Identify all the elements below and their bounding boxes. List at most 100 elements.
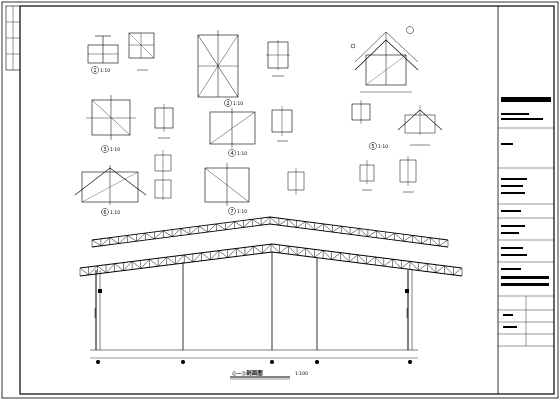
truss-member xyxy=(287,219,297,228)
detail-6-marker xyxy=(101,208,109,216)
main-section-scale: 1:100 xyxy=(295,371,308,377)
truss-member xyxy=(262,243,272,254)
truss-member xyxy=(253,246,263,254)
truss-member xyxy=(357,254,367,265)
truss-member xyxy=(227,248,237,258)
truss-member xyxy=(123,261,133,271)
truss-member xyxy=(234,221,244,228)
truss-member xyxy=(367,230,377,237)
truss-member xyxy=(189,226,199,235)
detail-7-id: 7 xyxy=(230,209,233,215)
detail-7-scale: 1:10 xyxy=(237,209,247,215)
truss-member xyxy=(118,235,128,244)
truss-member xyxy=(243,219,253,228)
detail-5: 5 1:10 xyxy=(351,100,443,150)
detail-5-marker xyxy=(369,142,377,150)
truss-member xyxy=(145,232,155,240)
truss-member xyxy=(331,252,341,260)
truss-member xyxy=(218,250,228,258)
truss-member xyxy=(421,237,431,244)
detail-5-id: 5 xyxy=(371,144,374,150)
truss-member xyxy=(269,216,280,226)
truss-member xyxy=(252,219,262,226)
truss-member xyxy=(149,259,159,267)
truss-member xyxy=(453,267,463,276)
truss-member xyxy=(438,239,449,247)
truss-member xyxy=(236,248,246,256)
detail-4-scale: 1:10 xyxy=(237,151,247,157)
truss-member xyxy=(244,246,254,256)
truss-member xyxy=(278,219,288,226)
truss-member xyxy=(198,225,208,233)
truss-member xyxy=(279,245,289,254)
detail-4: 4 1:10 xyxy=(209,106,293,157)
truss-member xyxy=(341,226,351,235)
detail-6-scale: 1:10 xyxy=(110,210,120,216)
detail-1-id: 1 xyxy=(93,68,96,74)
truss-member xyxy=(175,254,185,265)
truss-member xyxy=(216,223,226,230)
truss-member xyxy=(375,256,385,267)
truss-member xyxy=(376,230,386,240)
truss-member xyxy=(366,256,376,265)
truss-member xyxy=(332,225,342,233)
detail-4-id: 4 xyxy=(230,151,233,157)
detail-2-id: 2 xyxy=(226,101,229,107)
truss-member xyxy=(383,259,393,267)
truss-member xyxy=(394,232,404,242)
detail-6: 6 1:10 xyxy=(74,150,172,216)
truss-member xyxy=(109,237,119,244)
detail-1-marker xyxy=(91,66,99,74)
truss-member xyxy=(201,252,211,260)
truss-member xyxy=(163,230,173,237)
truss-member xyxy=(305,221,315,230)
title-bar-1 xyxy=(501,97,551,102)
truss-member xyxy=(88,265,98,276)
truss-member xyxy=(180,228,191,235)
truss-member xyxy=(136,232,146,242)
detail-5-scale: 1:10 xyxy=(378,144,388,150)
detail-1-scale: 1:10 xyxy=(100,68,110,74)
roof-truss-plan xyxy=(91,216,449,248)
truss-member xyxy=(435,265,445,273)
truss-member xyxy=(97,265,107,273)
truss-member xyxy=(409,261,419,271)
truss-member xyxy=(154,230,164,240)
truss-member xyxy=(401,261,411,269)
truss-member xyxy=(403,235,413,242)
truss-member xyxy=(171,228,182,237)
truss-member xyxy=(140,259,150,269)
detail-7: 7 1:10 xyxy=(204,156,417,215)
truss-member xyxy=(349,228,360,235)
truss-member xyxy=(323,223,333,233)
detail-ridge xyxy=(350,26,419,93)
truss-member xyxy=(184,254,194,263)
truss-member xyxy=(114,263,124,271)
truss-member xyxy=(358,228,369,237)
truss-member xyxy=(348,254,358,262)
truss-member xyxy=(314,250,324,258)
truss-member xyxy=(296,248,306,256)
detail-2: 2 1:10 xyxy=(197,30,290,107)
truss-member xyxy=(210,250,220,260)
truss-member xyxy=(427,263,437,273)
detail-3-id: 3 xyxy=(103,147,106,153)
truss-member xyxy=(207,223,217,233)
truss-member xyxy=(166,256,176,265)
truss-member xyxy=(392,259,402,269)
truss-member xyxy=(91,239,102,247)
detail-3: 3 1:10 xyxy=(86,95,174,153)
truss-member xyxy=(79,267,89,276)
detail-6-id: 6 xyxy=(103,210,106,216)
truss-member xyxy=(105,263,115,273)
truss-member xyxy=(314,223,324,230)
truss-member xyxy=(270,243,280,254)
truss-member xyxy=(444,265,454,276)
title-block xyxy=(497,5,555,395)
detail-3-scale: 1:10 xyxy=(110,147,120,153)
detail-4-marker xyxy=(228,149,236,157)
detail-2-scale: 1:10 xyxy=(233,101,243,107)
detail-7-marker xyxy=(228,207,236,215)
